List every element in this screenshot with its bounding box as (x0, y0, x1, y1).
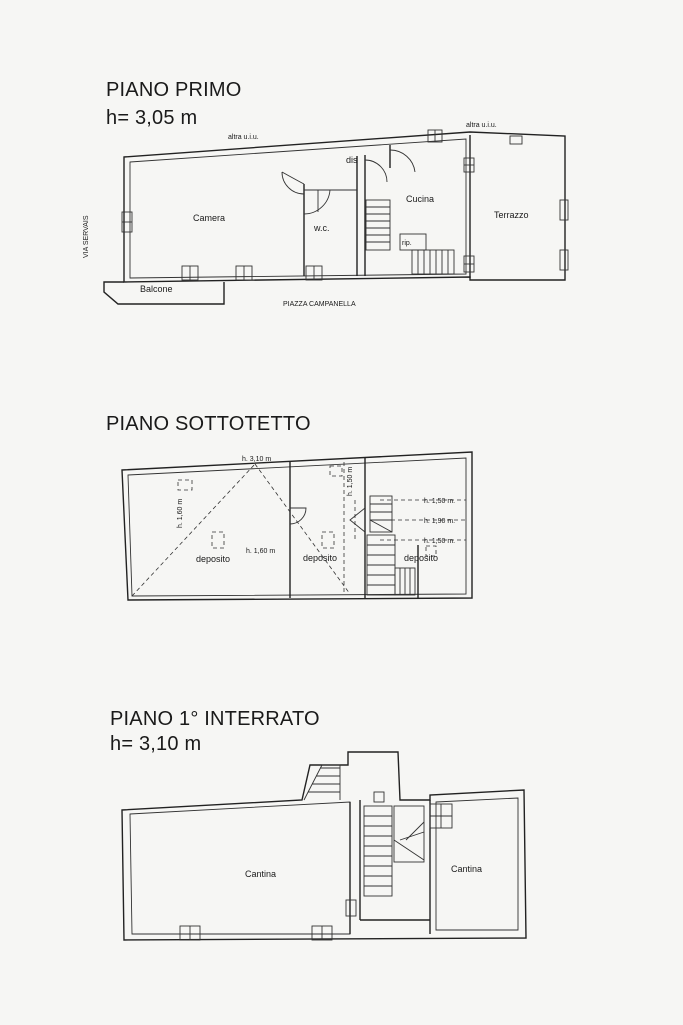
label-via-servais: VIA SERVAIS (83, 215, 90, 258)
room-deposito-1: deposito (196, 554, 230, 564)
room-rip: rip. (402, 240, 412, 247)
plan-piano-primo: Camera w.c. dis Cucina rip. Terrazzo Bal… (83, 122, 569, 308)
room-deposito-3: deposito (404, 553, 438, 563)
piano-primo-height: h= 3,05 m (106, 107, 198, 129)
room-cucina: Cucina (406, 194, 434, 204)
room-deposito-2: deposito (303, 553, 337, 563)
room-wc: w.c. (313, 223, 330, 233)
height-mid-vertical: h. 1,50 m (347, 467, 354, 496)
height-top: h. 3,10 m (242, 456, 271, 463)
piano-interrato-title: PIANO 1° INTERRATO (110, 708, 320, 730)
room-camera: Camera (193, 213, 225, 223)
plan-piano-sottotetto: deposito deposito deposito h. 3,10 m h. … (121, 451, 473, 601)
label-altra-uiu-1: altra u.i.u. (228, 134, 259, 141)
label-altra-uiu-2: altra u.i.u. (466, 122, 497, 129)
piano-interrato-height: h= 3,10 m (110, 733, 202, 755)
height-right-3: h. 1,50 m. (424, 538, 455, 545)
plan-piano-interrato: Cantina Cantina (121, 751, 527, 941)
room-cantina-1: Cantina (245, 869, 276, 879)
height-left-vertical: h. 1,60 m (177, 499, 184, 528)
height-left-horizontal: h. 1,60 m (246, 548, 275, 555)
height-right-2: h. 1,90 m. (424, 518, 455, 525)
height-right-1: h. 1,50 m. (424, 498, 455, 505)
piano-primo-title: PIANO PRIMO (106, 79, 242, 101)
label-piazza-campanella: PIAZZA CAMPANELLA (283, 301, 356, 308)
room-dis: dis (346, 155, 358, 165)
room-cantina-2: Cantina (451, 864, 482, 874)
piano-sottotetto-title: PIANO SOTTOTETTO (106, 413, 311, 435)
room-balcone: Balcone (140, 284, 173, 294)
room-terrazzo: Terrazzo (494, 210, 529, 220)
